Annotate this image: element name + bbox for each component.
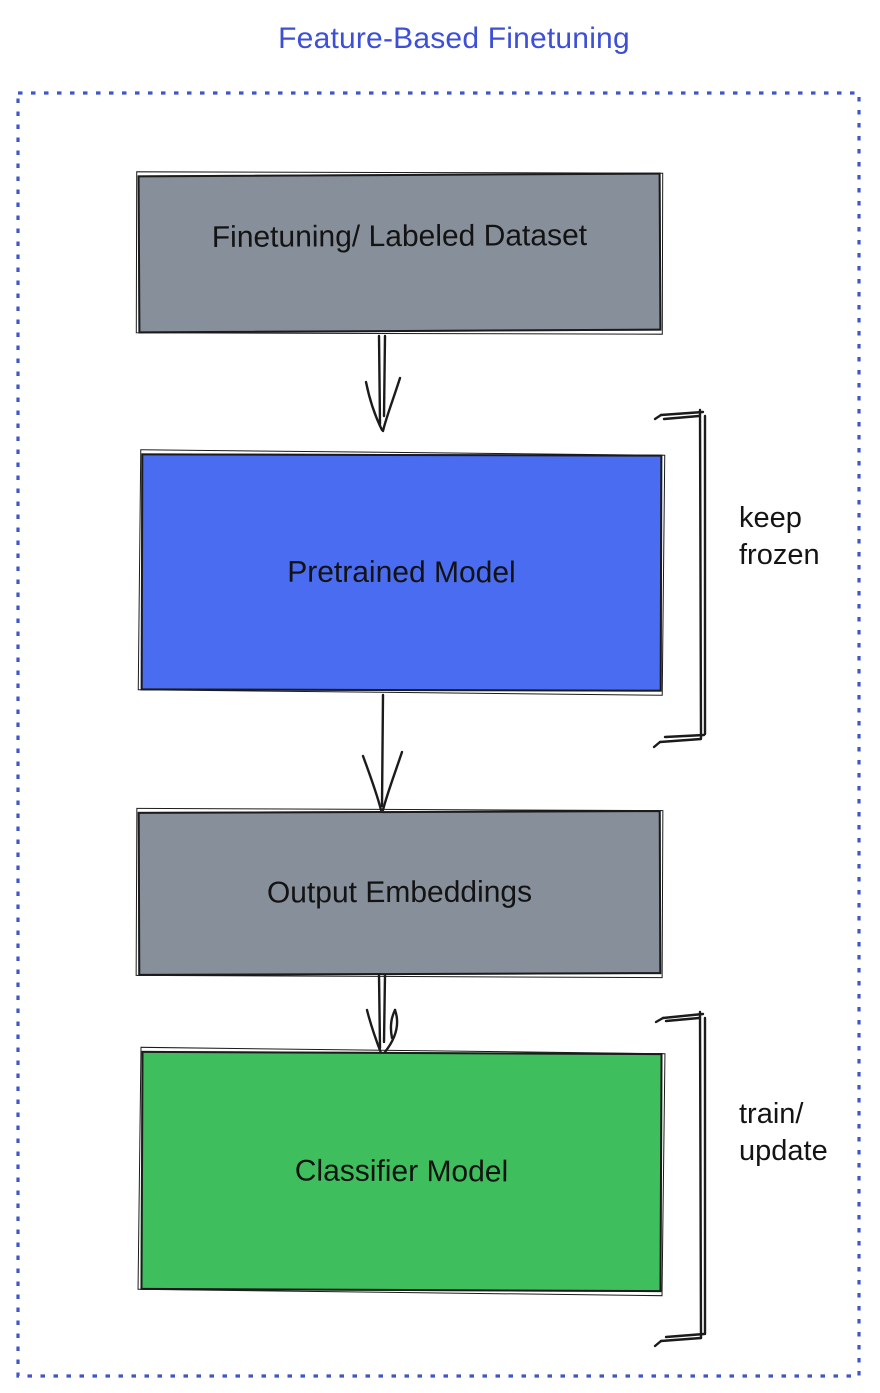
box-pretrained-model-label: Pretrained Model [287, 555, 516, 589]
box-pretrained-model: Pretrained Model [140, 453, 663, 692]
bracket-train-update-icon [653, 1010, 707, 1348]
box-output-embeddings-label: Output Embeddings [266, 875, 533, 910]
arrow-embeddings-to-classifier-icon [365, 973, 399, 1055]
box-classifier-model: Classifier Model [140, 1050, 663, 1293]
diagram-title: Feature-Based Finetuning [278, 22, 630, 55]
box-finetuning-dataset: Finetuning/ Labeled Dataset [137, 172, 662, 334]
annotation-keep-frozen: keep frozen [739, 502, 820, 571]
annotation-train-update: train/ update [739, 1098, 828, 1167]
arrow-pretrained-to-embeddings-icon [361, 693, 404, 812]
arrow-dataset-to-pretrained-icon [364, 334, 402, 433]
box-finetuning-dataset-label: Finetuning/ Labeled Dataset [211, 219, 588, 254]
box-classifier-model-label: Classifier Model [294, 1154, 509, 1188]
box-output-embeddings: Output Embeddings [137, 810, 662, 976]
